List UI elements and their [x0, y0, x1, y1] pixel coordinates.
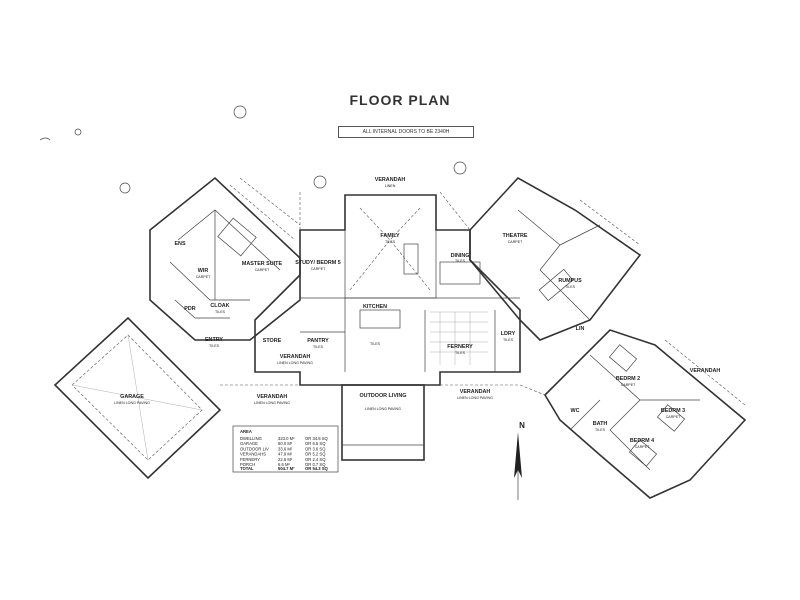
area-row-label: FERNERY — [240, 457, 260, 462]
room-pantry: PANTRY — [307, 338, 329, 344]
room-cloak: CLOAK — [210, 303, 229, 309]
area-total-label: TOTAL — [240, 466, 254, 471]
area-row-value: 22.6 M² — [278, 457, 293, 462]
room-kitchen-finish: TILES — [370, 342, 381, 346]
room-bedrm2-finish: CARPET — [621, 383, 636, 387]
area-row-sq: OR 6.5 SQ — [305, 441, 326, 446]
area-row-label: DWELLING — [240, 436, 262, 441]
room-verandah-right: VERANDAH — [460, 389, 491, 395]
room-verandah-left-finish: LINEN LONG PAVING — [254, 401, 290, 405]
room-laundry-finish: TILES — [503, 338, 514, 342]
area-row-label: VERANDAHS — [240, 452, 266, 457]
central-core — [254, 194, 521, 386]
room-verandah-mid-finish: LINEN LONG PAVING — [277, 361, 313, 365]
room-fernery-finish: TILES — [455, 351, 466, 355]
room-verandah-top: VERANDAH — [375, 177, 406, 183]
area-row-value: 60.0 M² — [278, 441, 293, 446]
outdoor-areas — [220, 191, 546, 461]
room-outdoor-living-finish: LINEN LONG PAVING — [365, 407, 401, 411]
internal-doors-note: ALL INTERNAL DOORS TO BE 2340H — [338, 126, 474, 138]
room-garage-finish: LINEN LONG PAVING — [114, 401, 150, 405]
room-rumpus: RUMPUS — [558, 278, 582, 284]
room-pantry-finish: TILES — [313, 345, 324, 349]
area-rows: DWELLING 323.0 M² OR 34.8 SQ GARAGE 60.0 M² O… — [240, 436, 329, 467]
room-kitchen: KITCHEN — [363, 304, 387, 310]
room-wc: WC — [571, 408, 580, 414]
area-row-sq: OR 2.4 SQ — [305, 457, 326, 462]
area-row-label: OUTDOOR LIV — [240, 446, 269, 451]
room-bedrm4: BEDRM 4 — [630, 438, 654, 444]
room-verandah-bedrooms: VERANDAH — [690, 368, 721, 374]
room-theatre: THEATRE — [502, 233, 527, 239]
area-row-value: 323.0 M² — [278, 436, 295, 441]
room-verandah-left: VERANDAH — [257, 394, 288, 400]
room-master-finish: CARPET — [255, 268, 270, 272]
room-family: FAMILY — [380, 233, 400, 239]
room-laundry: LDRY — [501, 331, 516, 337]
north-arrow — [514, 432, 522, 500]
room-verandah-right-finish: LINEN LONG PAVING — [457, 396, 493, 400]
room-wir: WIR — [198, 268, 209, 274]
area-total-value: 504.7 M² — [278, 466, 295, 471]
area-row-sq: OR 5.2 SQ — [305, 452, 326, 457]
area-row-value: 47.9 M² — [278, 452, 293, 457]
area-table-frame — [232, 425, 339, 473]
site-marks — [39, 105, 467, 194]
garage-block — [53, 316, 222, 480]
area-row-sq: OR 34.8 SQ — [305, 436, 329, 441]
area-row-label: PORCH — [240, 462, 255, 467]
room-store: STORE — [263, 338, 282, 344]
room-rumpus-finish: TILES — [565, 285, 576, 289]
theatre-wing — [469, 176, 642, 341]
room-entry: ENTRY — [205, 337, 223, 343]
area-row-sq: OR 3.6 SQ — [305, 446, 326, 451]
north-label: N — [519, 421, 525, 430]
area-heading: AREA — [240, 429, 252, 434]
room-bath-finish: TILES — [595, 428, 606, 432]
room-wir-finish: CARPET — [196, 275, 211, 279]
room-dining-finish: TILES — [455, 259, 466, 263]
room-bedrm3: BEDRM 3 — [661, 408, 685, 414]
room-powder: PDR — [184, 306, 195, 312]
room-entry-finish: TILES — [209, 344, 220, 348]
room-outdoor-living: OUTDOOR LIVING — [359, 393, 406, 399]
room-bath: BATH — [593, 421, 608, 427]
plan-title: FLOOR PLAN — [349, 92, 451, 108]
room-family-finish: TILES — [385, 240, 396, 244]
room-garage: GARAGE — [120, 394, 144, 400]
room-verandah-mid: VERANDAH — [280, 354, 311, 360]
room-verandah-top-finish: LINEN — [385, 184, 396, 188]
room-master: MASTER SUITE — [242, 261, 283, 267]
area-total-sq: OR 54.3 SQ — [305, 466, 329, 471]
bedroom-wing — [543, 329, 747, 499]
room-study-finish: CARPET — [311, 267, 326, 271]
room-bedrm4-finish: CARPET — [635, 445, 650, 449]
area-row-sq: OR 0.7 SQ — [305, 462, 326, 467]
area-row-value: 33.6 M² — [278, 446, 293, 451]
room-fernery: FERNERY — [447, 344, 473, 350]
room-dining: DINING — [451, 253, 470, 259]
room-theatre-finish: CARPET — [508, 240, 523, 244]
room-ensuite: ENS — [174, 241, 185, 247]
room-cloak-finish: TILES — [215, 310, 226, 314]
room-bedrm2: BEDRM 2 — [616, 376, 640, 382]
area-row-value: 6.6 M² — [278, 462, 290, 467]
master-wing — [149, 176, 301, 341]
room-linen: LIN — [576, 326, 585, 332]
room-study: STUDY/ BEDRM 5 — [295, 260, 341, 266]
area-row-label: GARAGE — [240, 441, 258, 446]
room-bedrm3-finish: CARPET — [666, 415, 681, 419]
